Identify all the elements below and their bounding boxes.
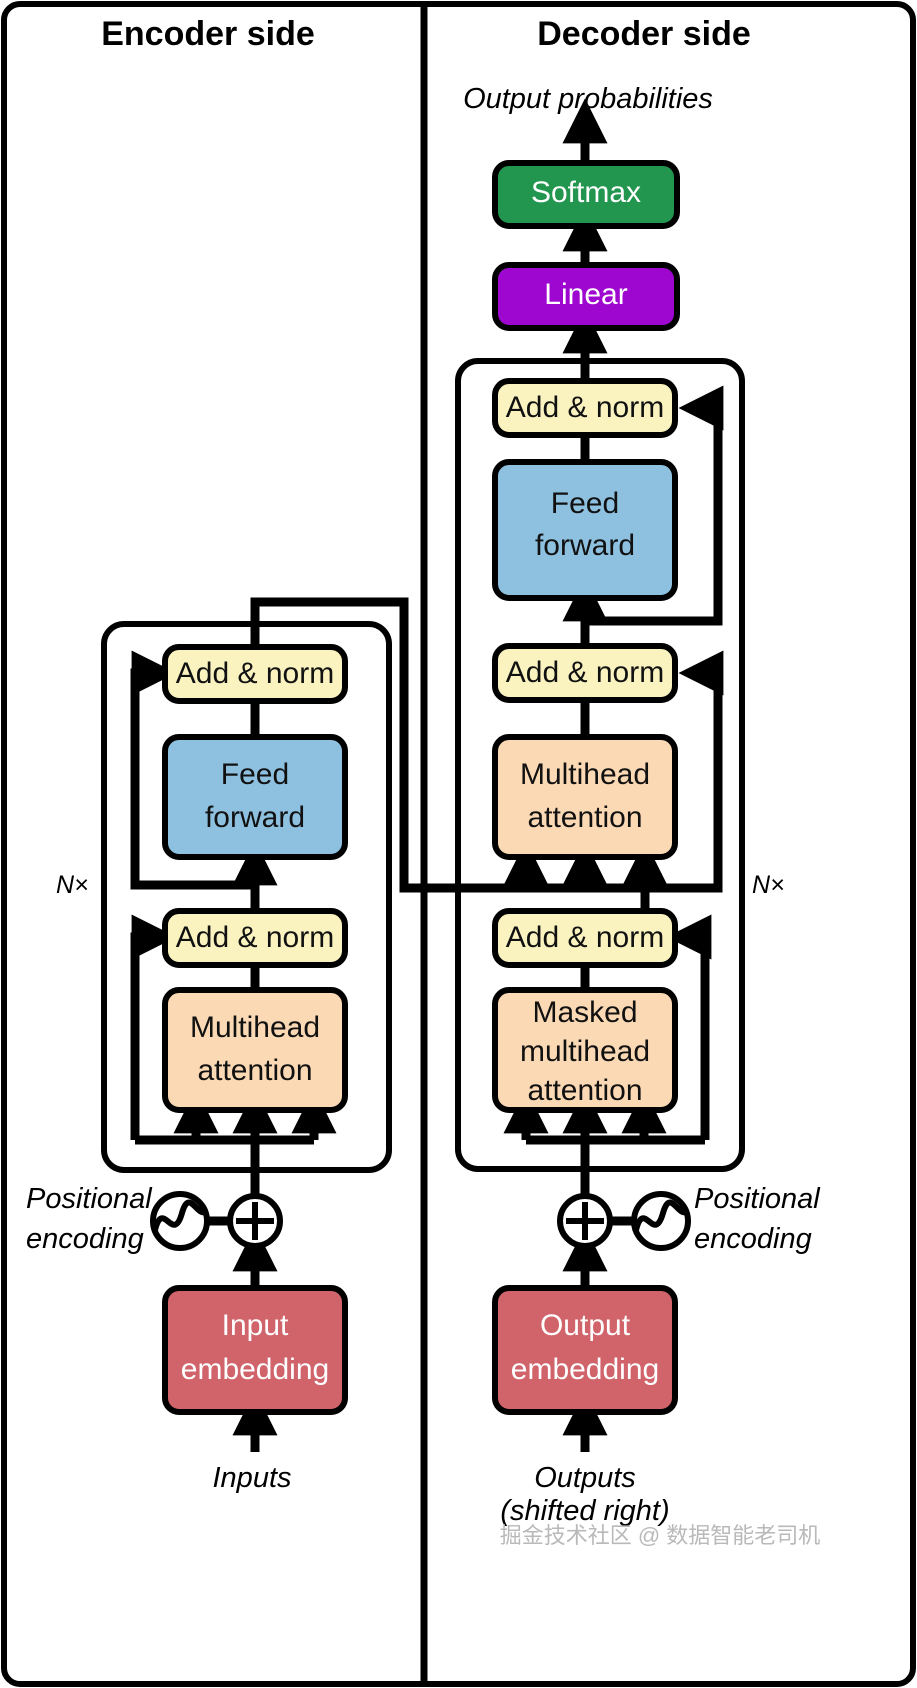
block-enc-add-norm-2: Add & norm — [162, 644, 348, 704]
watermark: 掘金技术社区 @ 数据智能老司机 — [500, 1523, 821, 1548]
positional-encoding-encoder-line1: Positional — [26, 1183, 153, 1215]
block-enc-add-norm-1-label: Add & norm — [176, 921, 334, 954]
positional-encoding-decoder: Positional encoding — [557, 1183, 821, 1255]
block-dec-feed-forward-line1: Feed — [551, 487, 619, 520]
sine-wave-circle-icon-decoder — [631, 1191, 691, 1251]
block-dec-add-norm-2-label: Add & norm — [506, 656, 664, 689]
positional-encoding-encoder-line2: encoding — [26, 1223, 144, 1255]
block-enc-multihead-attention-line1: Multihead — [190, 1011, 320, 1044]
wire-decoder-residual-1 — [666, 914, 712, 1140]
positional-adder-encoder — [227, 1193, 283, 1249]
block-input-embedding: Input embedding — [162, 1285, 348, 1415]
positional-adder-decoder — [557, 1193, 613, 1249]
positional-encoding-decoder-line2: encoding — [694, 1223, 812, 1255]
block-input-embedding-line1: Input — [222, 1309, 289, 1342]
block-enc-feed-forward: Feed forward — [162, 734, 348, 860]
output-probabilities-label: Output probabilities — [463, 83, 713, 115]
wire-encoder-residual-2 — [130, 650, 255, 890]
sine-wave-circle-icon — [150, 1191, 210, 1251]
block-dec-multihead-attention: Multihead attention — [492, 734, 678, 860]
block-input-embedding-line2: embedding — [181, 1353, 329, 1386]
block-linear: Linear — [492, 262, 680, 331]
block-enc-multihead-attention-line2: attention — [197, 1054, 312, 1087]
block-enc-add-norm-2-label: Add & norm — [176, 657, 334, 690]
positional-encoding-encoder: Positional encoding — [26, 1183, 283, 1255]
block-linear-label: Linear — [544, 278, 627, 311]
block-dec-masked-multihead-attention: Masked multihead attention — [492, 987, 678, 1113]
block-enc-multihead-attention: Multihead attention — [162, 987, 348, 1113]
block-softmax-label: Softmax — [531, 176, 641, 209]
encoder-repeat-label: N× — [56, 871, 89, 899]
decoder-repeat-label: N× — [752, 871, 785, 899]
encoder-inputs-label: Inputs — [213, 1462, 292, 1494]
wire-decoder-residual-2 — [645, 650, 724, 893]
wire-decoder-residual-3 — [585, 385, 724, 626]
block-output-embedding: Output embedding — [492, 1285, 678, 1415]
block-dec-add-norm-3: Add & norm — [492, 378, 678, 438]
wire-encoder-output-to-cross-attention — [250, 597, 645, 893]
wire-encoder-residual-1 — [130, 914, 177, 1140]
block-enc-feed-forward-line2: forward — [205, 801, 305, 834]
block-dec-multihead-attention-line2: attention — [527, 801, 642, 834]
block-dec-masked-multihead-attention-line3: attention — [527, 1074, 642, 1107]
block-dec-add-norm-1: Add & norm — [492, 908, 678, 968]
block-dec-feed-forward-line2: forward — [535, 529, 635, 562]
decoder-side-title: Decoder side — [537, 15, 751, 53]
block-enc-add-norm-1: Add & norm — [162, 908, 348, 968]
block-output-embedding-line2: embedding — [511, 1353, 659, 1386]
block-dec-feed-forward: Feed forward — [492, 459, 678, 601]
block-dec-masked-multihead-attention-line2: multihead — [520, 1035, 650, 1068]
decoder-stack-group — [455, 358, 745, 1172]
positional-encoding-decoder-line1: Positional — [694, 1183, 821, 1215]
encoder-stack-group — [101, 621, 392, 1173]
block-enc-feed-forward-line1: Feed — [221, 758, 289, 791]
encoder-side-title: Encoder side — [101, 15, 315, 53]
decoder-outputs-label-line2: (shifted right) — [500, 1495, 669, 1527]
block-dec-add-norm-3-label: Add & norm — [506, 391, 664, 424]
block-softmax: Softmax — [492, 160, 680, 229]
decoder-outputs-label-line1: Outputs — [534, 1462, 636, 1494]
block-dec-masked-multihead-attention-line1: Masked — [532, 996, 637, 1029]
block-output-embedding-line1: Output — [540, 1309, 631, 1342]
block-dec-add-norm-1-label: Add & norm — [506, 921, 664, 954]
block-dec-multihead-attention-line1: Multihead — [520, 758, 650, 791]
block-dec-add-norm-2: Add & norm — [492, 643, 678, 703]
